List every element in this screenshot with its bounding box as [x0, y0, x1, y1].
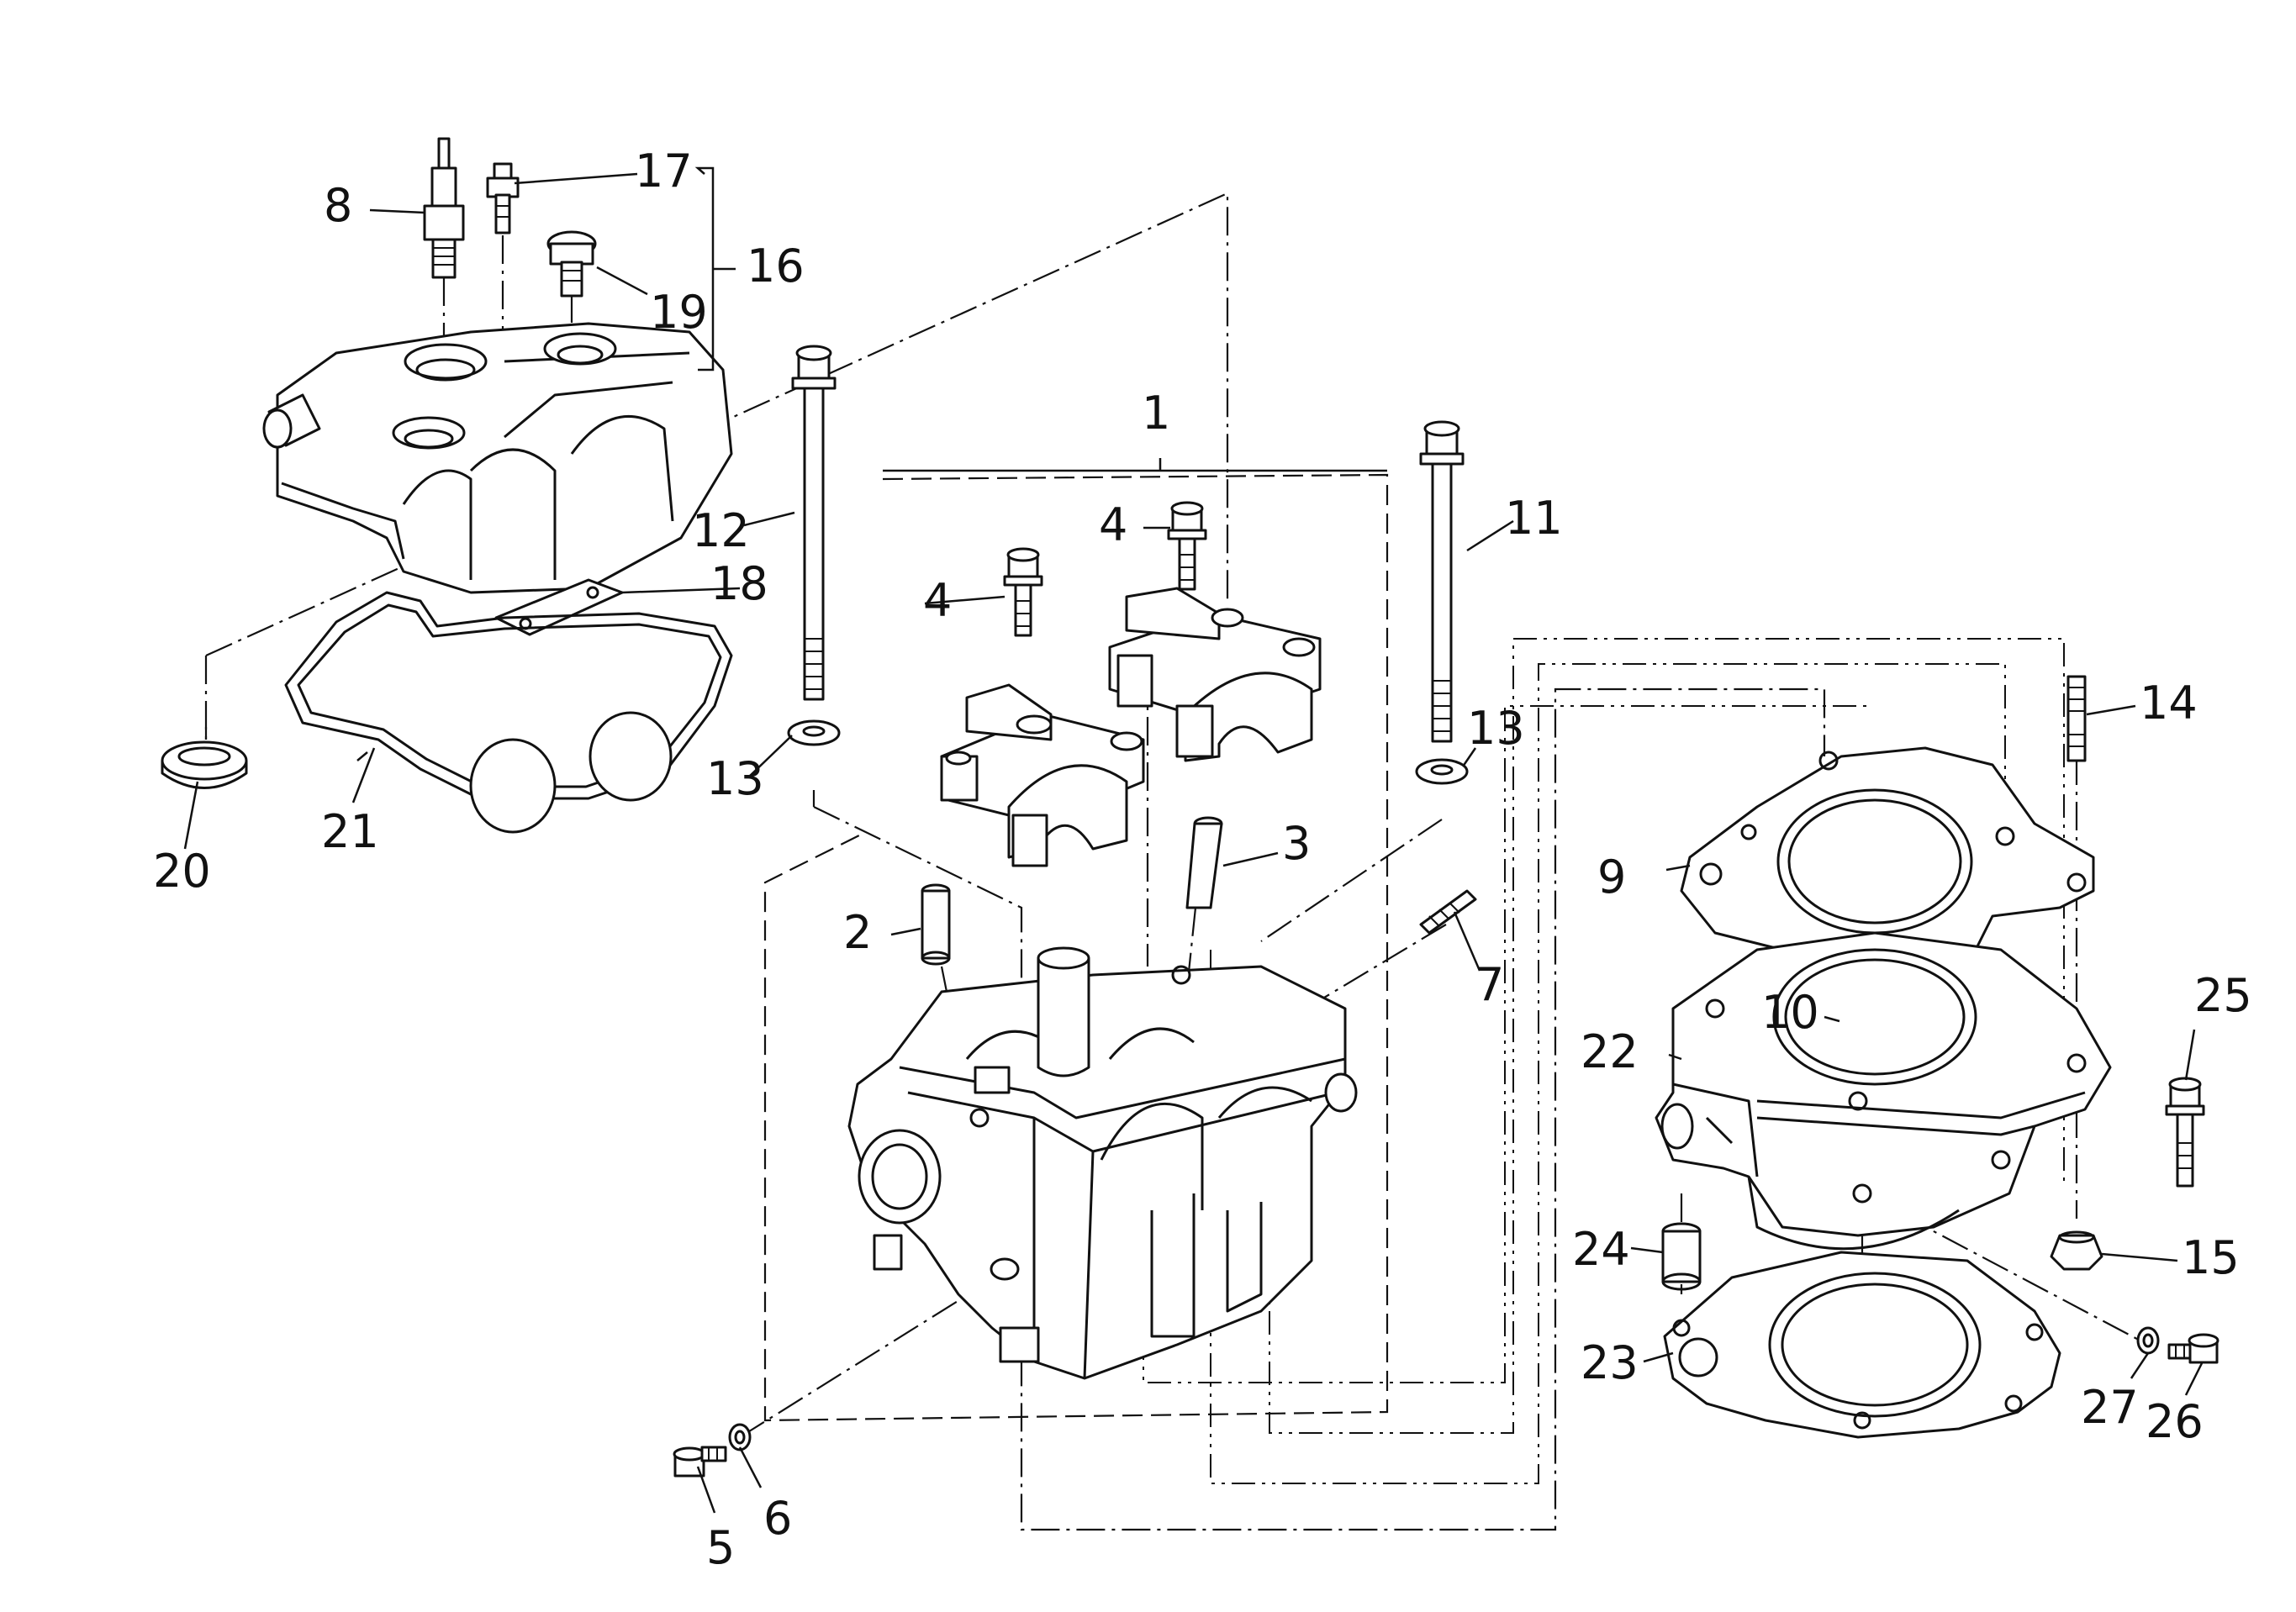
callout-1: 1: [1142, 387, 1170, 440]
callout-3: 3: [1282, 817, 1311, 870]
cylinder-head-cover: [262, 322, 733, 636]
drain-bolt-5: [673, 1446, 727, 1478]
washer-13-left: [787, 719, 841, 746]
dowel-24: [1661, 1222, 1702, 1291]
callout-13-right: 13: [1467, 702, 1525, 755]
cover-plug: [546, 230, 597, 298]
stud-7: [1419, 889, 1477, 935]
cover-gasket: [284, 591, 733, 834]
callout-26: 26: [2146, 1395, 2204, 1448]
washer-6: [728, 1423, 752, 1451]
grommet: [161, 740, 248, 789]
head-gasket: [1680, 746, 2095, 977]
callout-5: 5: [706, 1521, 735, 1574]
leader-lines: [183, 166, 2204, 1514]
nut-15: [2050, 1230, 2103, 1271]
callout-24: 24: [1572, 1223, 1630, 1276]
cylinder: [1655, 931, 2112, 1251]
callout-13-left: 13: [706, 752, 764, 805]
callout-23: 23: [1581, 1336, 1639, 1389]
washer-13-right: [1415, 758, 1469, 785]
callout-18: 18: [710, 557, 768, 610]
washer-27: [2136, 1326, 2160, 1355]
camshaft-cap-left: [940, 683, 1145, 867]
cover-bolt: [486, 162, 520, 234]
callout-4-right: 4: [1099, 498, 1127, 551]
callout-22: 22: [1581, 1025, 1639, 1078]
callout-27: 27: [2081, 1381, 2139, 1434]
callout-6: 6: [763, 1492, 792, 1545]
callout-12: 12: [692, 504, 750, 557]
dowel-2: [921, 883, 951, 966]
callout-21: 21: [321, 805, 379, 858]
callout-10: 10: [1761, 986, 1819, 1039]
callout-15: 15: [2182, 1231, 2240, 1284]
bolt-25: [2165, 1077, 2205, 1188]
callout-20: 20: [153, 845, 211, 898]
base-gasket: [1663, 1251, 2061, 1439]
callout-numbers: 1 2 3 4 4 5 6 7 8 9 10 11 12 13 13 14 15…: [153, 145, 2252, 1574]
callout-14: 14: [2140, 677, 2198, 730]
bolt-26: [2167, 1333, 2219, 1364]
head-bolt-11: [1419, 420, 1465, 743]
callout-25: 25: [2194, 969, 2252, 1022]
dowel-3: [1185, 816, 1223, 909]
stud-14: [2066, 675, 2087, 762]
callout-2: 2: [843, 906, 872, 959]
cylinder-head: [847, 946, 1358, 1380]
callout-8: 8: [324, 179, 352, 232]
camshaft-cap-right: [1108, 587, 1322, 762]
callout-11: 11: [1505, 492, 1563, 545]
callout-17: 17: [635, 145, 693, 198]
cap-bolt-4-right: [1167, 501, 1207, 591]
callout-16: 16: [747, 240, 805, 292]
callout-7: 7: [1475, 958, 1504, 1011]
callout-19: 19: [650, 286, 708, 339]
spark-plug: [423, 137, 465, 279]
head-bolt-12: [791, 345, 837, 701]
cap-bolt-4-left: [1003, 547, 1043, 637]
callout-9: 9: [1597, 851, 1626, 903]
callout-4-left: 4: [923, 574, 952, 627]
